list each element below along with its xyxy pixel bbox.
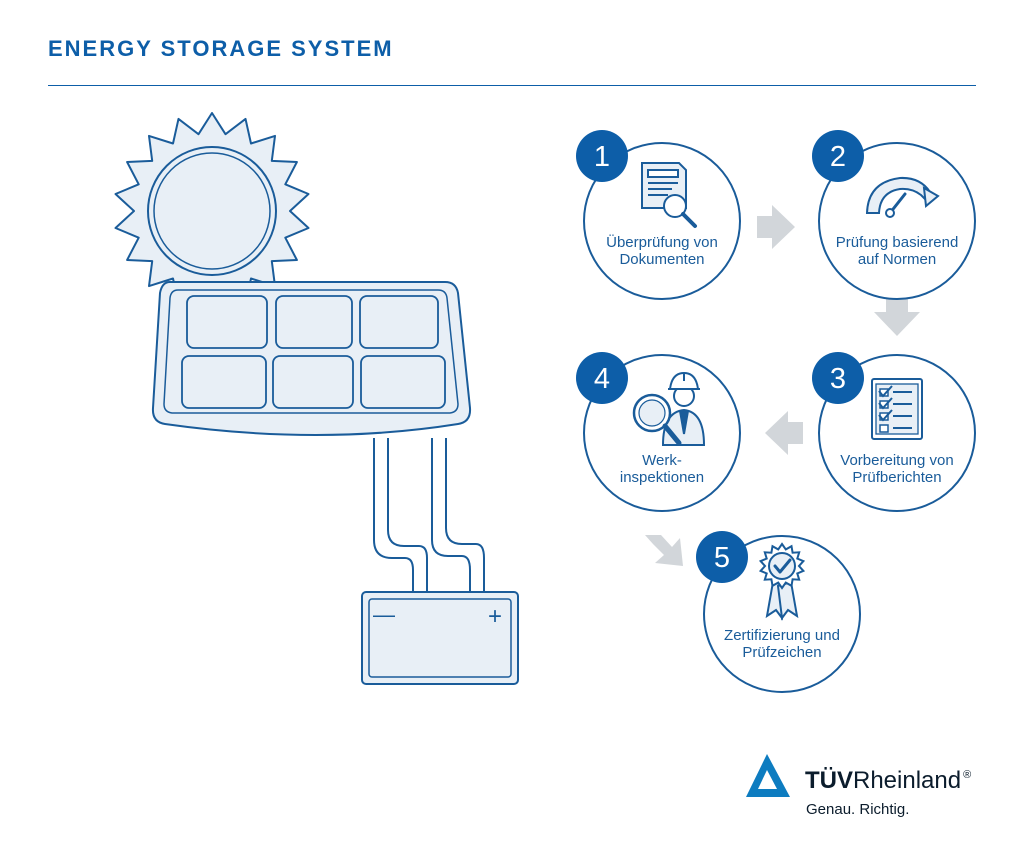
battery: — +	[361, 591, 519, 685]
tuv-logo-icon	[746, 754, 790, 797]
step-arrows	[645, 205, 920, 566]
step-5: 5	[696, 531, 861, 693]
arrow-right-icon	[757, 205, 795, 249]
logo-tagline: Genau. Richtig.	[806, 801, 910, 818]
arrow-left-icon	[765, 411, 803, 455]
step-3-label: Vorbereitung von Prüfberichten	[840, 452, 954, 486]
step-2-label: Prüfung basierend auf Normen	[835, 234, 959, 268]
battery-minus-label: —	[373, 602, 395, 627]
certificate-seal-icon	[758, 542, 806, 621]
step-1: 1	[576, 130, 741, 300]
step-number: 1	[594, 141, 610, 173]
title-divider	[48, 85, 976, 86]
battery-plus-label: +	[488, 603, 502, 630]
document-search-icon	[641, 162, 697, 228]
step-5-label: Zertifizierung und Prüfzeichen	[724, 627, 840, 661]
step-number: 3	[830, 363, 846, 395]
arrow-down-right-icon	[645, 535, 683, 566]
sun-icon	[114, 112, 310, 310]
step-1-label: Überprüfung von Dokumenten	[606, 234, 718, 268]
checklist-icon	[871, 378, 923, 440]
step-number: 4	[594, 363, 610, 395]
solar-panel	[151, 281, 472, 436]
inspector-icon	[632, 371, 706, 446]
step-2: 2	[812, 130, 976, 300]
gauge-icon	[865, 176, 940, 218]
step-4-label: Werk- inspektionen	[619, 452, 705, 486]
step-number: 2	[830, 141, 846, 173]
step-number: 5	[714, 542, 730, 574]
page-title: ENERGY STORAGE SYSTEM	[48, 36, 394, 61]
step-4: 4	[576, 352, 741, 512]
battery-cables	[373, 438, 485, 592]
step-3: 3	[812, 352, 976, 512]
arrow-down-icon	[874, 298, 920, 336]
logo-brand: TÜVRheinland®	[805, 767, 972, 794]
